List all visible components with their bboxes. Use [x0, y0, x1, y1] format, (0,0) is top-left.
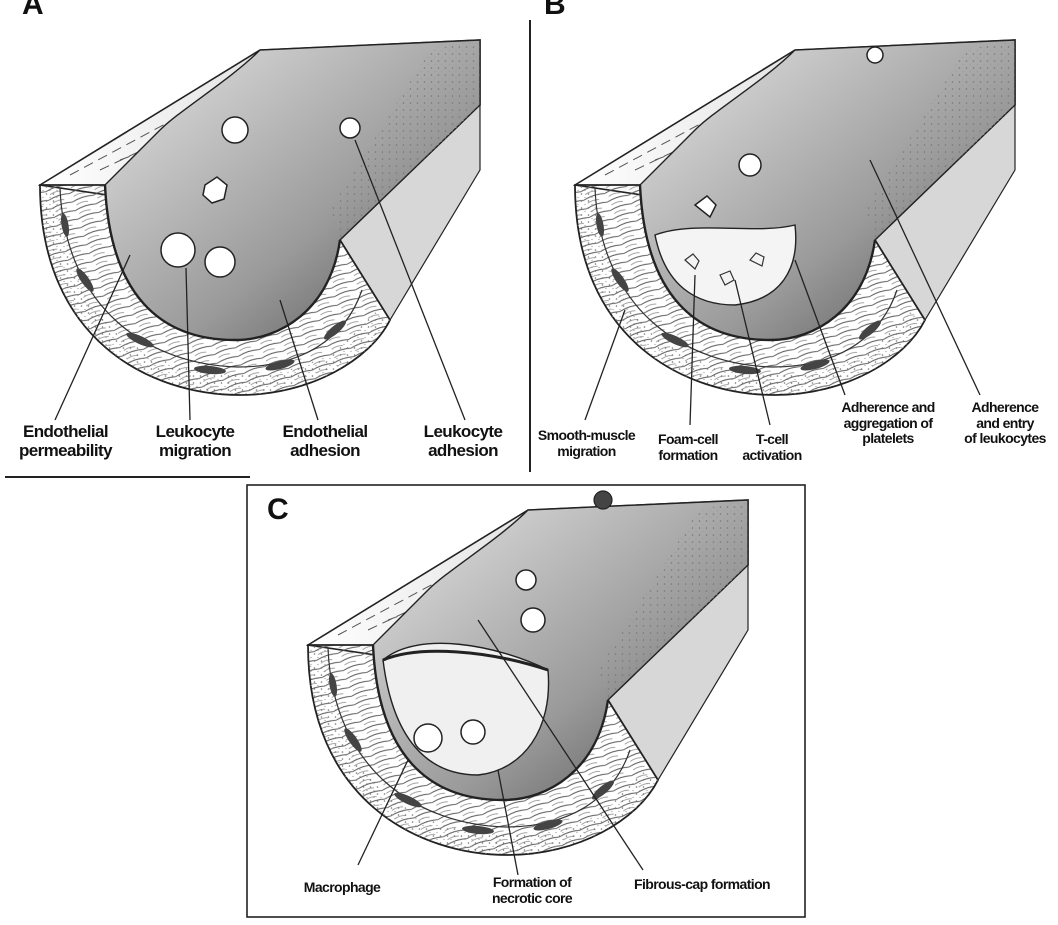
label-endothelial-adhesion: Endothelial adhesion: [270, 422, 380, 460]
panel-a: A Endothelial permeability Leukocyte mig…: [0, 0, 530, 480]
panel-c-letter: C: [267, 495, 289, 525]
label-macrophage: Macrophage: [287, 880, 397, 896]
label-necrotic-core-formation: Formation of necrotic core: [477, 875, 587, 906]
label-t-cell-activation: T-cell activation: [736, 432, 808, 463]
panel-b: B Smooth-muscle migration Foam-cell form…: [530, 0, 1058, 480]
label-leukocyte-adherence-entry: Adherence and entry of leukocytes: [954, 400, 1056, 447]
label-smooth-muscle-migration: Smooth-muscle migration: [534, 428, 639, 459]
label-fibrous-cap-formation: Fibrous-cap formation: [612, 877, 792, 893]
panel-c: C Macrophage Formation of necrotic core …: [247, 485, 805, 917]
label-endothelial-permeability: Endothelial permeability: [8, 422, 123, 460]
panel-a-letter: A: [22, 0, 44, 20]
label-platelet-adherence-aggregation: Adherence and aggregation of platelets: [828, 400, 948, 447]
label-leukocyte-migration: Leukocyte migration: [140, 422, 250, 460]
label-leukocyte-adhesion: Leukocyte adhesion: [408, 422, 518, 460]
label-foam-cell-formation: Foam-cell formation: [648, 432, 728, 463]
panel-b-letter: B: [544, 0, 566, 20]
